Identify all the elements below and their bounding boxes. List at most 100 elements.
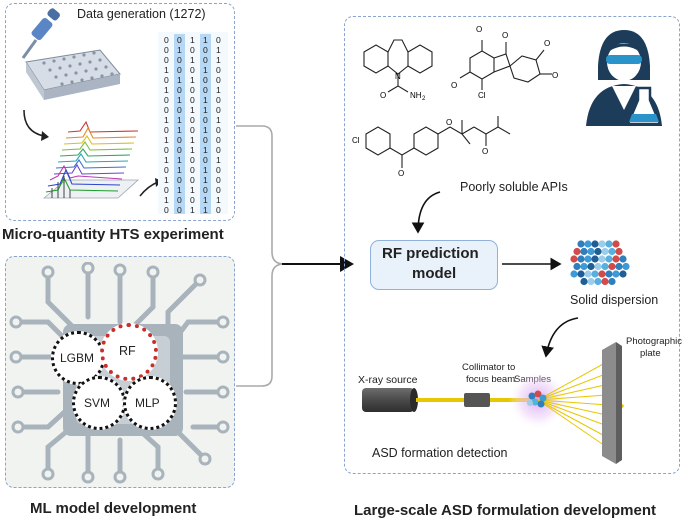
matrix-cell: 1 xyxy=(190,205,195,214)
dispersion-particle xyxy=(591,240,599,248)
dispersion-particle xyxy=(598,255,606,263)
rf-node xyxy=(100,323,158,381)
svg-text:2: 2 xyxy=(422,96,426,102)
matrix-cell: 0 xyxy=(164,145,169,155)
plate-label-1: Photographic xyxy=(626,336,682,347)
dispersion-particle xyxy=(584,270,592,278)
svg-text:O: O xyxy=(482,147,488,156)
svm-label: SVM xyxy=(84,396,111,410)
matrix-cell: 1 xyxy=(216,55,221,65)
svg-text:Cl: Cl xyxy=(478,91,486,100)
matrix-cell: 0 xyxy=(216,135,221,145)
dispersion-particle xyxy=(601,262,609,271)
dispersion-particle xyxy=(598,240,606,248)
dispersion-particle xyxy=(577,270,585,278)
matrix-cell: 0 xyxy=(164,45,169,55)
matrix-cell: 0 xyxy=(164,165,169,175)
matrix-cell: 0 xyxy=(190,45,195,55)
xray-source-label: X-ray source xyxy=(358,374,418,386)
hts-connector xyxy=(236,125,285,265)
matrix-cell: 0 xyxy=(190,175,195,185)
matrix-cell: 0 xyxy=(216,75,221,85)
matrix-cell: 0 xyxy=(203,45,208,55)
matrix-cell: 0 xyxy=(177,105,182,115)
dispersion-particle xyxy=(608,262,616,271)
samples-cluster xyxy=(527,390,547,408)
xray-diffraction-setup xyxy=(362,342,624,464)
matrix-cell: 0 xyxy=(203,185,208,195)
matrix-cell: 1 xyxy=(203,95,208,105)
rf-model-line2: model xyxy=(412,265,457,282)
matrix-cell: 1 xyxy=(164,85,169,95)
rf-model-line1: RF prediction xyxy=(382,245,479,262)
matrix-cell: 1 xyxy=(216,155,221,165)
dispersion-particle xyxy=(619,270,627,278)
matrix-cell: 0 xyxy=(190,195,195,205)
svg-text:N: N xyxy=(395,72,401,81)
matrix-cell: 1 xyxy=(216,115,221,125)
matrix-cell: 1 xyxy=(177,155,182,165)
dispersion-particle xyxy=(598,270,606,278)
matrix-cell: 0 xyxy=(216,185,221,195)
dispersion-particle xyxy=(612,255,620,263)
matrix-cell: 1 xyxy=(190,185,195,195)
matrix-cell: 1 xyxy=(216,45,221,55)
matrix-cell: 0 xyxy=(164,75,169,85)
matrix-cell: 0 xyxy=(190,155,195,165)
api-to-rf-arrow xyxy=(411,191,441,234)
dispersion-particle xyxy=(570,255,578,263)
matrix-cell: 1 xyxy=(164,155,169,165)
dispersion-particle xyxy=(587,277,595,286)
ml-connector xyxy=(236,263,285,387)
svg-text:O: O xyxy=(446,118,452,127)
dispersion-particle xyxy=(612,240,620,248)
matrix-cell: 0 xyxy=(164,205,169,214)
matrix-cell: 0 xyxy=(177,35,182,45)
matrix-cell: 0 xyxy=(164,185,169,195)
hts-caption: Micro-quantity HTS experiment xyxy=(2,226,224,243)
matrix-cell: 0 xyxy=(177,65,182,75)
dispersion-particle xyxy=(622,262,630,271)
mlp-node xyxy=(123,376,177,430)
matrix-cell: 0 xyxy=(164,95,169,105)
collimator xyxy=(464,393,490,407)
matrix-cell: 1 xyxy=(203,125,208,135)
mlp-label: MLP xyxy=(135,396,160,410)
matrix-cell: 0 xyxy=(203,85,208,95)
matrix-cell: 0 xyxy=(216,35,221,45)
dispersion-particle xyxy=(601,277,609,286)
dispersion-particle xyxy=(615,247,623,256)
dispersion-particle xyxy=(615,262,623,271)
dispersion-particle xyxy=(619,255,627,263)
griseofulvin-structure: O O Cl O O O xyxy=(451,25,558,100)
matrix-cell: 1 xyxy=(177,125,182,135)
matrix-cell: 1 xyxy=(177,185,182,195)
dispersion-particle xyxy=(612,270,620,278)
matrix-cell: 1 xyxy=(190,135,195,145)
matrix-cell: 0 xyxy=(164,55,169,65)
matrix-cell: 0 xyxy=(203,155,208,165)
matrix-cell: 0 xyxy=(190,125,195,135)
spectra-stack-icon xyxy=(42,120,140,199)
svg-text:O: O xyxy=(502,31,508,40)
matrix-column-highlight xyxy=(200,34,211,214)
matrix-cell: 1 xyxy=(190,35,195,45)
collimator-label-1: Collimator to xyxy=(462,362,516,373)
solid-dispersion-label: Solid dispersion xyxy=(570,293,659,307)
matrix-cell: 1 xyxy=(190,55,195,65)
matrix-cell: 1 xyxy=(190,145,195,155)
matrix-cell: 0 xyxy=(164,35,169,45)
rf-prediction-model-box xyxy=(370,240,498,290)
data-generation-label: Data generation (1272) xyxy=(77,7,206,21)
lgbm-label: LGBM xyxy=(60,351,95,365)
dispersion-particle xyxy=(580,247,588,256)
matrix-cell: 1 xyxy=(203,105,208,115)
matrix-cell: 0 xyxy=(216,95,221,105)
well-plate-icon xyxy=(25,49,121,100)
svg-text:NH: NH xyxy=(410,91,422,100)
dispersion-particle xyxy=(573,247,581,256)
plate-label-2: plate xyxy=(640,348,661,359)
